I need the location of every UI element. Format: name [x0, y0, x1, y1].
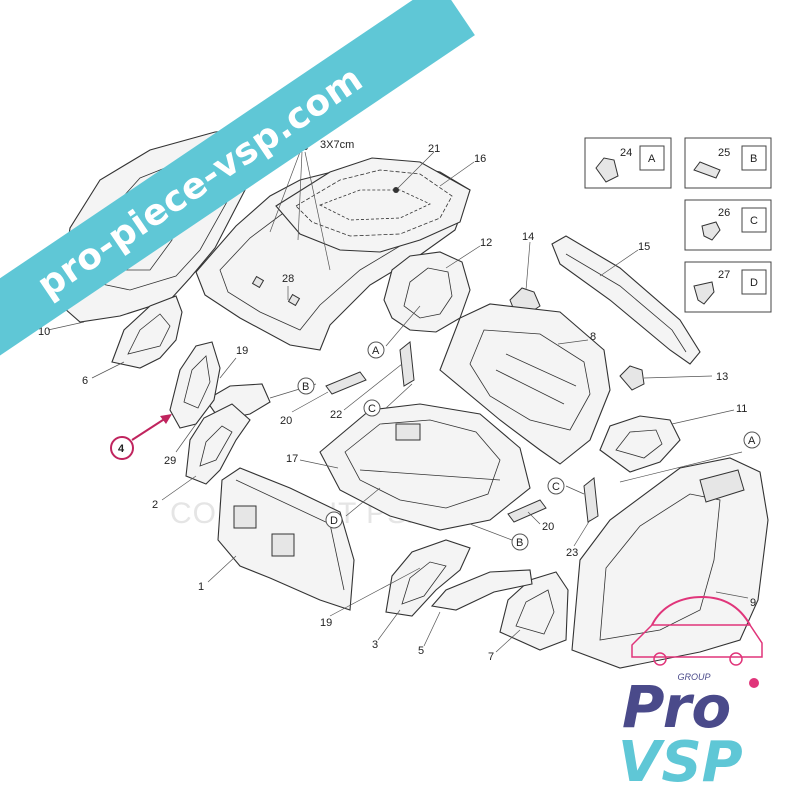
screw-icon — [693, 161, 721, 179]
part-15-rear-crossmember — [551, 235, 701, 365]
callout-A-2: A — [748, 435, 756, 447]
part-11-wheel-arch-inner — [599, 415, 681, 473]
arrow-icon — [160, 414, 172, 424]
legend-number-25: 25 — [718, 147, 730, 159]
part-7-fender-right — [499, 571, 569, 651]
part-label-29: 29 — [164, 455, 176, 467]
part-16-roof-panel — [275, 157, 471, 253]
pro-vsp-logo: GROUP Pro VSP — [618, 595, 763, 785]
legend-letter-C: C — [750, 215, 758, 227]
callout-A-1: A — [372, 345, 380, 357]
part-label-22: 22 — [330, 409, 342, 421]
part-6-fender-left — [111, 295, 183, 369]
part-label-23: 23 — [566, 547, 578, 559]
part-label-21: 21 — [428, 143, 440, 155]
part-12-wheel-arch-upper — [383, 251, 471, 333]
legend-letter-B: B — [750, 153, 757, 165]
fastener-callouts: A A B B C C D D — [297, 341, 761, 551]
part-label-6: 6 — [82, 375, 88, 387]
car-outline-icon — [631, 595, 763, 666]
highlight-number: 4 — [118, 443, 125, 455]
logo-vsp-text: VSP — [618, 730, 743, 785]
callout-C-2: C — [552, 481, 560, 493]
callout-B-1: B — [302, 381, 309, 393]
legend-item-27: 27 D — [684, 261, 772, 313]
part-label-7: 7 — [488, 651, 494, 663]
part-label-5: 5 — [418, 645, 424, 657]
part-label-17: 17 — [286, 453, 298, 465]
callout-B-2: B — [516, 537, 523, 549]
part-label-2: 2 — [152, 499, 158, 511]
callout-C-1: C — [368, 403, 376, 415]
part-label-28: 28 — [282, 273, 294, 285]
part-20-block-left — [325, 371, 367, 395]
part-29-front-pillar — [169, 341, 221, 429]
part-label-12: 12 — [480, 237, 492, 249]
legend-item-24: 24 A — [584, 137, 672, 189]
part-label-19-lower: 19 — [320, 617, 332, 629]
logo-pro-text: Pro — [622, 673, 731, 741]
plug-icon — [693, 281, 715, 305]
legend-number-26: 26 — [718, 207, 730, 219]
legend-letter-D: D — [750, 277, 758, 289]
part-2-wheel-arch-left — [185, 403, 251, 485]
part-label-9: 9 — [750, 597, 756, 609]
size-annotation: 3X7cm — [320, 139, 354, 151]
part-label-13: 13 — [716, 371, 728, 383]
logo-dot-icon — [749, 678, 759, 688]
part-label-10: 10 — [38, 326, 50, 338]
part-label-20-left: 20 — [280, 415, 292, 427]
part-9-side-panel-right — [571, 457, 769, 669]
clip-fastener-icon — [595, 157, 619, 183]
part-13-bracket — [619, 365, 645, 391]
highlight-part-4: 4 — [110, 414, 172, 460]
part-label-14: 14 — [522, 231, 534, 243]
logo-group-text: GROUP — [677, 672, 710, 682]
part-5-rail — [430, 569, 533, 611]
part-label-20-right: 20 — [542, 521, 554, 533]
part-23-bracket — [583, 477, 599, 523]
legend-item-25: 25 B — [684, 137, 772, 189]
fastener-legend: 24 A 25 B 26 C 27 D — [584, 137, 772, 313]
part-label-3: 3 — [372, 639, 378, 651]
part-17-front-floor — [319, 403, 531, 531]
part-label-19-upper: 19 — [236, 345, 248, 357]
part-20-block-right — [507, 499, 547, 523]
legend-item-26: 26 C — [684, 199, 772, 251]
part-1-bulkhead — [217, 467, 355, 611]
legend-number-24: 24 — [620, 147, 632, 159]
legend-letter-A: A — [648, 153, 656, 165]
part-label-15: 15 — [638, 241, 650, 253]
part-label-16: 16 — [474, 153, 486, 165]
rivet-icon — [701, 221, 721, 241]
part-label-1: 1 — [198, 581, 204, 593]
part-22-bracket — [399, 341, 415, 387]
callout-D-1: D — [330, 515, 338, 527]
leader-lines — [47, 151, 749, 653]
part-3-wheel-arch-right — [385, 539, 471, 617]
part-label-8: 8 — [590, 331, 596, 343]
legend-number-27: 27 — [718, 269, 730, 281]
part-8-rear-floor — [439, 303, 611, 465]
part-label-11: 11 — [736, 403, 747, 415]
